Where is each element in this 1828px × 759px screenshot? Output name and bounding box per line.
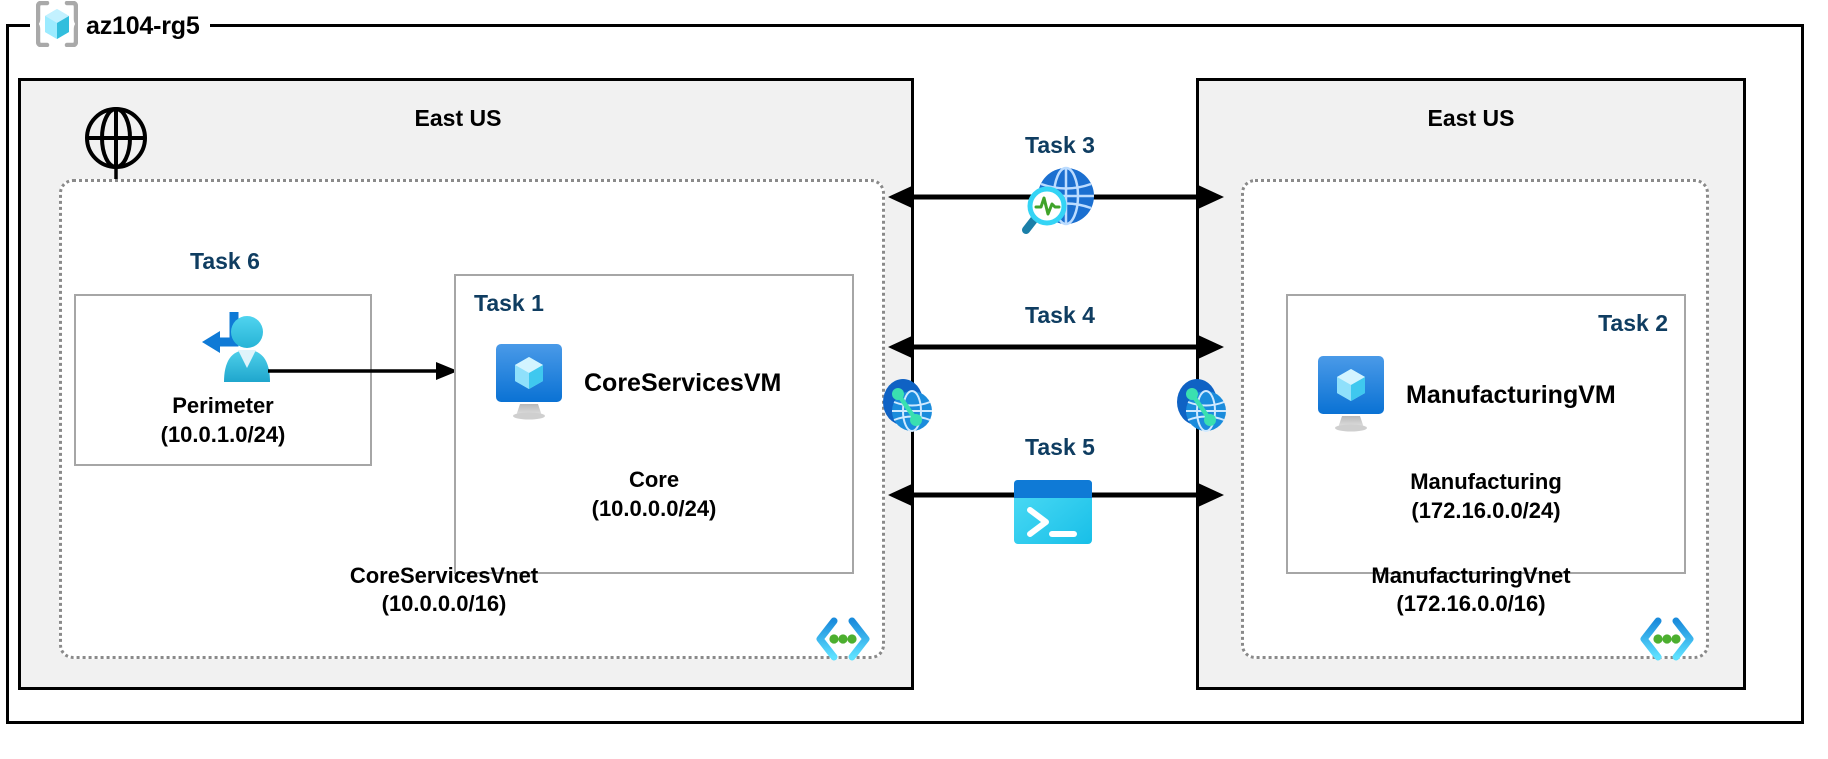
- subnet-perimeter-name-block: Perimeter (10.0.1.0/24): [76, 392, 370, 449]
- vnet-coreservices-name: CoreServicesVnet: [349, 562, 539, 588]
- subnet-manufacturing-cidr: (172.16.0.0/24): [1411, 497, 1561, 523]
- peering-icon-right-endpoint: [1173, 375, 1231, 442]
- cloud-shell-icon: [1012, 478, 1094, 551]
- task-label-task2: Task 2: [1598, 310, 1668, 336]
- peering-icon-left-endpoint: [879, 375, 937, 442]
- bastion-user-icon: [198, 311, 276, 393]
- subnet-core-name: Core: [628, 467, 680, 492]
- resource-group-name: az104-rg5: [86, 11, 200, 40]
- network-watcher-icon: [1016, 160, 1102, 251]
- resource-group-header: az104-rg5: [30, 0, 210, 52]
- resource-group-icon: [32, 0, 82, 52]
- vm-manufacturingvm-label: ManufacturingVM: [1406, 381, 1616, 409]
- task-label-task1: Task 1: [474, 290, 544, 316]
- virtual-machine-icon: [492, 342, 566, 425]
- vnet-icon: [814, 613, 872, 670]
- task4-double-arrow: [888, 335, 1224, 359]
- vnet-manufacturing-cidr: (172.16.0.0/16): [1396, 590, 1546, 616]
- vnet-coreservices-cidr: (10.0.0.0/16): [381, 590, 507, 616]
- subnet-core-name-block: Core (10.0.0.0/24): [456, 466, 852, 523]
- task-label-task5: Task 5: [1025, 434, 1095, 460]
- vnet-icon: [1638, 613, 1696, 670]
- vnet-coreservices: Task 6: [59, 179, 885, 661]
- region-east-us-right: East US Task 2: [1177, 78, 1746, 690]
- region-right-title: East US: [1427, 105, 1515, 131]
- subnet-manufacturing-name: Manufacturing: [1410, 469, 1562, 494]
- subnet-core: Task 1: [454, 274, 854, 574]
- vnet-manufacturing-label: ManufacturingVnet (172.16.0.0/16): [1240, 562, 1702, 618]
- subnet-manufacturing-name-block: Manufacturing (172.16.0.0/24): [1288, 468, 1684, 525]
- subnet-perimeter: Perimeter (10.0.1.0/24): [74, 294, 372, 466]
- vnet-manufacturing-name: ManufacturingVnet: [1371, 562, 1571, 588]
- subnet-manufacturing: Task 2: [1286, 294, 1686, 574]
- vnet-coreservices-label: CoreServicesVnet (10.0.0.0/16): [34, 562, 854, 618]
- vm-coreservicesvm-label: CoreServicesVM: [584, 369, 782, 397]
- vm-manufacturingvm: ManufacturingVM: [1314, 354, 1616, 437]
- task-label-task6: Task 6: [190, 248, 260, 274]
- virtual-machine-icon: [1314, 354, 1388, 437]
- task-label-task3: Task 3: [1025, 132, 1095, 158]
- task-label-task4: Task 4: [1025, 302, 1095, 328]
- vm-coreservicesvm: CoreServicesVM: [492, 342, 781, 425]
- subnet-core-cidr: (10.0.0.0/24): [591, 495, 717, 521]
- region-east-us-left: East US Task 6: [18, 78, 932, 690]
- perimeter-to-core-arrow: [268, 362, 458, 380]
- subnet-perimeter-name: Perimeter: [172, 393, 274, 418]
- vnet-manufacturing: Task 2: [1240, 179, 1709, 661]
- internet-globe-icon: [83, 105, 149, 176]
- subnet-perimeter-cidr: (10.0.1.0/24): [160, 421, 286, 447]
- region-left-title: East US: [414, 105, 502, 131]
